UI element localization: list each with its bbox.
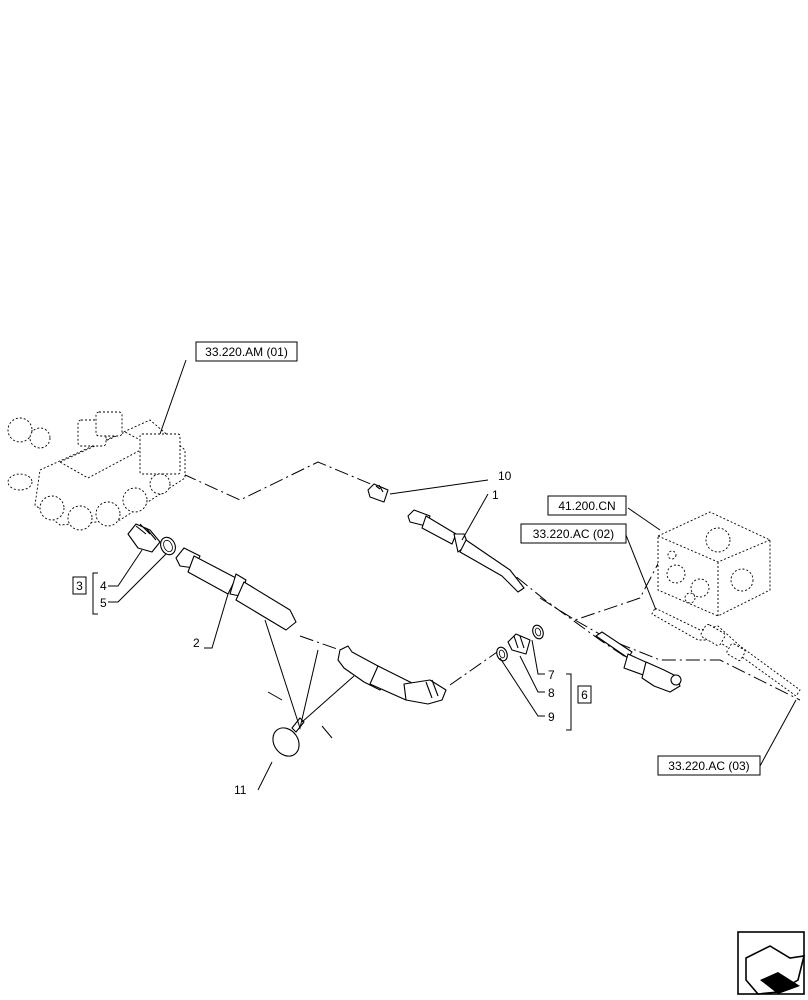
parts-4-5-fitting-oring (127, 523, 176, 556)
valve-block-right (657, 511, 771, 617)
ref-label-ac02: 33.220.AC (02) (533, 527, 614, 541)
reference-box-am01: 33.220.AM (01) (195, 341, 298, 362)
elbow-hose-right (595, 631, 682, 693)
callout-9: 9 (548, 710, 555, 724)
callout-box-3 (72, 576, 87, 595)
leader-lines (92, 359, 797, 767)
ref-label-am01: 33.220.AM (01) (205, 345, 288, 359)
parts-7-8-9-fitting-orings (496, 624, 544, 662)
callout-7: 7 (548, 668, 555, 682)
callout-1: 1 (492, 488, 499, 502)
part-2-hose (175, 547, 447, 705)
callout-4: 4 (100, 579, 107, 593)
reference-box-ac03: 33.220.AC (03) (657, 755, 761, 776)
callout-box-6 (577, 685, 592, 704)
reference-box-cn: 41.200.CN (547, 495, 627, 516)
ref-label-cn: 41.200.CN (558, 499, 615, 513)
control-valve-left (7, 411, 186, 531)
ref-label-ac03: 33.220.AC (03) (668, 759, 749, 773)
callouts: 10 1 2 3 4 5 7 8 9 6 11 (72, 469, 592, 797)
routing-lines (182, 461, 801, 701)
part-10-adapter (367, 483, 389, 503)
callout-5: 5 (100, 596, 107, 610)
part-1-hose (407, 509, 525, 593)
part-11-cable-tie (272, 717, 305, 757)
leader-lines-11 (257, 619, 355, 791)
ghost-hose-right (651, 607, 801, 697)
callout-8: 8 (548, 686, 555, 700)
reference-box-ac02: 33.220.AC (02) (520, 523, 627, 544)
next-page-arrow-icon[interactable] (737, 931, 806, 995)
callout-2: 2 (193, 636, 200, 650)
callout-6: 6 (581, 688, 588, 702)
callout-10: 10 (498, 469, 512, 483)
callout-3: 3 (76, 579, 83, 593)
callout-11: 11 (234, 783, 247, 797)
